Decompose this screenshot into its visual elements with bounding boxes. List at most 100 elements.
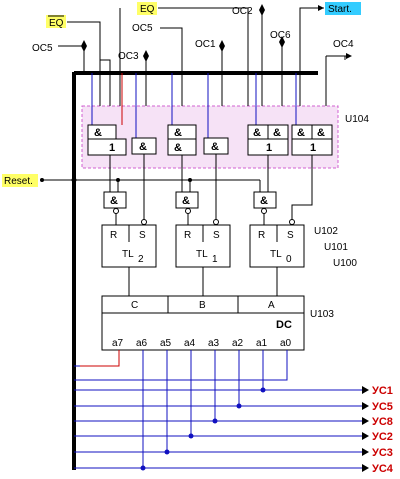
junction-a4 xyxy=(188,433,194,439)
tl2-s: S xyxy=(139,230,146,241)
wire-start xyxy=(299,7,324,106)
oc2-diamond xyxy=(259,4,265,16)
mid-and-1-label: & xyxy=(110,195,118,207)
oc1-label: OC1 xyxy=(195,39,216,50)
start-arrow xyxy=(318,5,324,11)
tl0-r: R xyxy=(258,230,265,241)
mid-and-3-label: & xyxy=(260,195,268,207)
reset-pin xyxy=(40,178,44,182)
start-label: Start. xyxy=(328,4,352,15)
decoder-out-a2: a2 xyxy=(232,338,244,349)
tl0-s-invert xyxy=(289,219,295,225)
eq-highlight xyxy=(137,2,157,15)
u104-or-5-label: 1 xyxy=(266,142,272,154)
u102-label: U102 xyxy=(314,226,338,237)
u104-and-3b-label: & xyxy=(174,142,182,154)
wire-eq-bar-branch xyxy=(100,59,111,106)
oc2-label: OC2 xyxy=(232,6,253,17)
eq-label: EQ xyxy=(140,4,155,15)
reset-junction-1 xyxy=(71,177,77,183)
mid-and-2 xyxy=(175,191,199,209)
u104-and-3b xyxy=(167,138,197,156)
tl1-label: TL xyxy=(196,249,208,260)
reset-label: Reset. xyxy=(4,176,33,187)
out-arrow-1 xyxy=(362,386,369,394)
decoder-out-a0: a0 xyxy=(280,338,292,349)
wire-oc4 xyxy=(326,55,346,60)
oc4-arrow xyxy=(346,53,352,59)
out-label-5: УС3 xyxy=(372,447,393,459)
tl0-s: S xyxy=(287,230,294,241)
decoder-box xyxy=(101,295,305,351)
u104-and-4-label: & xyxy=(211,141,219,153)
wire-eq xyxy=(158,7,249,106)
decoder-dc: DC xyxy=(276,319,292,331)
tl1-s: S xyxy=(213,230,220,241)
out-arrow-3 xyxy=(362,417,369,425)
mid-and-1 xyxy=(103,191,127,209)
junction-a1 xyxy=(260,387,266,393)
junction-a3 xyxy=(212,418,218,424)
oc5-top-label: OC5 xyxy=(132,23,153,34)
wire-a7 xyxy=(80,350,120,367)
tl1-s-invert xyxy=(213,219,219,225)
u104-label: U104 xyxy=(345,114,369,125)
u103-label: U103 xyxy=(310,309,334,320)
out-label-6: УС4 xyxy=(372,463,394,475)
out-arrow-5 xyxy=(362,448,369,456)
wire-oc5-top xyxy=(160,27,183,106)
oc5-left-diamond xyxy=(81,40,87,52)
u101-label: U101 xyxy=(324,242,348,253)
oc1-diamond xyxy=(219,40,225,52)
decoder-out-a6: a6 xyxy=(136,338,148,349)
tl0-sub: 0 xyxy=(286,254,292,265)
u104-out-6 xyxy=(291,155,313,225)
u104-or-1 xyxy=(87,138,127,156)
decoder-out-a4: a4 xyxy=(184,338,196,349)
out-label-1: УС1 xyxy=(372,385,393,397)
wire-eq-bar xyxy=(67,21,101,106)
out-label-2: УС5 xyxy=(372,401,393,413)
oc3-label: OC3 xyxy=(118,51,139,62)
decoder-a: A xyxy=(268,300,275,311)
tl1-r: R xyxy=(184,230,191,241)
tl2-s-invert xyxy=(141,219,147,225)
u104-and-5b-label: & xyxy=(273,127,281,139)
u104-and-1a-label: & xyxy=(94,127,102,139)
start-highlight xyxy=(325,2,361,15)
u104-and-5a-label: & xyxy=(253,127,261,139)
out-arrow-6 xyxy=(362,464,369,472)
decoder-out-a3: a3 xyxy=(208,338,220,349)
decoder-out-a7: a7 xyxy=(112,338,124,349)
junction-a2 xyxy=(236,403,242,409)
reset-highlight xyxy=(2,174,38,187)
u104-and-6a-label: & xyxy=(297,127,305,139)
out-label-4: УС2 xyxy=(372,431,393,443)
junction-a6 xyxy=(140,465,146,471)
eq-bar-highlight xyxy=(46,15,66,28)
eq-bar-label: EQ xyxy=(49,18,64,29)
u104-and-3a xyxy=(167,124,197,140)
mid-and-2-label: & xyxy=(182,195,190,207)
decoder-out-a1: a1 xyxy=(256,338,268,349)
u104-or-1-label: 1 xyxy=(109,142,115,154)
u104-and-1a xyxy=(87,124,117,140)
junction-a5 xyxy=(164,449,170,455)
tl2-sub: 2 xyxy=(138,254,144,265)
out-arrow-2 xyxy=(362,402,369,410)
u104-and-6b-label: & xyxy=(317,127,325,139)
tl0-label: TL xyxy=(270,249,282,260)
out-label-3: УС8 xyxy=(372,416,393,428)
oc5-left-label: OC5 xyxy=(32,43,53,54)
u104-and-2-label: & xyxy=(139,141,147,153)
mid-and-3 xyxy=(253,191,277,209)
wire-oc5-left xyxy=(58,45,85,73)
tl1-sub: 1 xyxy=(212,254,218,265)
wire-a0 xyxy=(80,350,288,381)
decoder-out-a5: a5 xyxy=(160,338,172,349)
tl2-label: TL xyxy=(122,249,134,260)
u100-label: U100 xyxy=(333,258,357,269)
decoder-b: B xyxy=(199,300,206,311)
